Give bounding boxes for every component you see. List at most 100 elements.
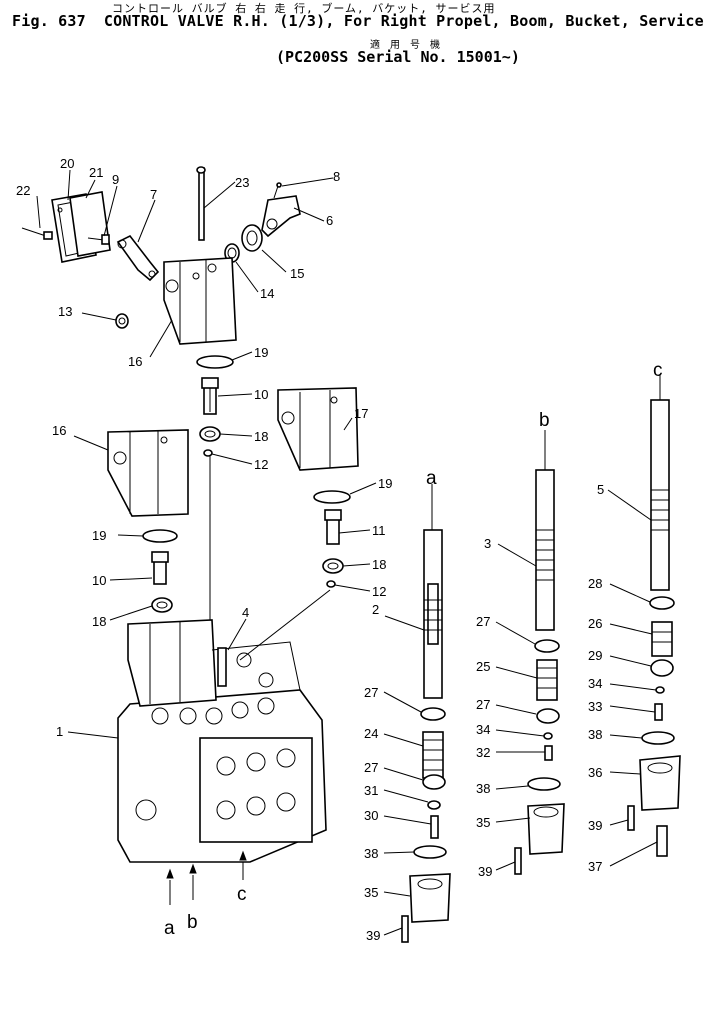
lever-6 [261, 195, 301, 238]
plug-33 [654, 703, 663, 721]
callout-18-top: 18 [254, 429, 268, 444]
callout-13: 13 [58, 304, 72, 319]
o-ring-38-a [413, 845, 447, 859]
rod-23 [196, 166, 206, 241]
callout-20: 20 [60, 156, 74, 171]
ring-12-top [203, 449, 213, 457]
japanese-title: コントロール バルブ 右 右 走 行, ブーム, バケット, サービス用 [112, 2, 496, 15]
spool-3 [535, 469, 555, 631]
washer-34-b [543, 732, 553, 740]
callout-6: 6 [326, 213, 333, 228]
callout-32: 32 [476, 745, 490, 760]
callout-2: 2 [372, 602, 379, 617]
callout-21: 21 [89, 165, 103, 180]
washer-34-c [655, 686, 665, 694]
spool-5 [650, 399, 670, 591]
callout-39-c: 39 [588, 818, 602, 833]
callout-11: 11 [372, 523, 386, 538]
retainer-28 [649, 596, 675, 610]
callout-24: 24 [364, 726, 378, 741]
callout-34-c: 34 [588, 676, 602, 691]
callout-28: 28 [588, 576, 602, 591]
callout-5: 5 [597, 482, 604, 497]
leader-lines [36, 169, 661, 936]
retainer-27-b1 [534, 639, 560, 653]
collar-18-left [151, 597, 173, 613]
washer-31 [427, 800, 441, 810]
fitting-37 [656, 825, 668, 857]
port-letter-b-top: b [539, 410, 550, 431]
figure-number: Fig. 637 [12, 12, 86, 30]
case-16-top [163, 257, 237, 345]
callout-16-top: 16 [128, 354, 142, 369]
callout-27-a2: 27 [364, 760, 378, 775]
bolt-39-a [401, 915, 409, 943]
callout-27-a1: 27 [364, 685, 378, 700]
callout-33: 33 [588, 699, 602, 714]
lever-7 [116, 234, 160, 282]
callout-38-c: 38 [588, 727, 602, 742]
callout-19-left: 19 [92, 528, 106, 543]
cap-36 [639, 755, 681, 811]
bolt-39-c [627, 805, 635, 831]
bolt-4 [217, 647, 227, 687]
callout-18-left: 18 [92, 614, 106, 629]
o-ring-19-top [196, 355, 234, 369]
spool-2 [423, 529, 443, 699]
bolt-30 [430, 815, 439, 839]
ring-12-right [326, 580, 336, 588]
callout-12-top: 12 [254, 457, 268, 472]
callout-16-left: 16 [52, 423, 66, 438]
case-17 [277, 387, 359, 471]
callout-9: 9 [112, 172, 119, 187]
port-letter-a-top: a [426, 468, 437, 489]
retainer-27-a2 [422, 774, 446, 790]
plug-32 [544, 745, 553, 761]
callout-10-top: 10 [254, 387, 268, 402]
collar-18-right [322, 558, 344, 574]
port-letter-a-bottom: a [164, 918, 175, 939]
callout-29: 29 [588, 648, 602, 663]
plunger-10-left [151, 551, 169, 585]
gasket-21 [69, 191, 111, 257]
cap-35-a [409, 873, 451, 923]
callout-23: 23 [235, 175, 249, 190]
callout-27-b1: 27 [476, 614, 490, 629]
axis-line-right [239, 589, 331, 661]
callout-38-a: 38 [364, 846, 378, 861]
o-ring-38-c [641, 731, 675, 745]
callout-35-b: 35 [476, 815, 490, 830]
callout-19-top: 19 [254, 345, 268, 360]
callout-17: 17 [354, 406, 368, 421]
callout-10-left: 10 [92, 573, 106, 588]
callout-8: 8 [333, 169, 340, 184]
callout-34-b: 34 [476, 722, 490, 737]
callout-26: 26 [588, 616, 602, 631]
plunger-11 [324, 509, 342, 545]
callout-25: 25 [476, 659, 490, 674]
callout-36: 36 [588, 765, 602, 780]
o-ring-38-b [527, 777, 561, 791]
port-letter-c-top: c [653, 360, 663, 381]
callout-35-a: 35 [364, 885, 378, 900]
callout-4: 4 [242, 605, 249, 620]
serial-applicability: (PC200SS Serial No. 15001~) [276, 48, 520, 66]
spring-25 [536, 659, 558, 701]
spring-24 [422, 731, 444, 779]
callout-19-right: 19 [378, 476, 392, 491]
figure-caption: CONTROL VALVE R.H. (1/3), For Right Prop… [103, 12, 704, 30]
callout-22: 22 [16, 183, 30, 198]
retainer-27-b2 [536, 708, 560, 724]
callout-30: 30 [364, 808, 378, 823]
callout-15: 15 [290, 266, 304, 281]
port-letter-b-bottom: b [187, 912, 198, 933]
o-ring-19-right [313, 490, 351, 504]
valve-body-1 [117, 619, 327, 863]
serial-text: PC200SS Serial No. 15001~ [285, 48, 511, 66]
bolt-9 [87, 234, 110, 245]
plunger-10-top [201, 377, 219, 415]
callout-3: 3 [484, 536, 491, 551]
case-16-left [107, 429, 189, 517]
port-letter-c-bottom: c [237, 884, 247, 905]
